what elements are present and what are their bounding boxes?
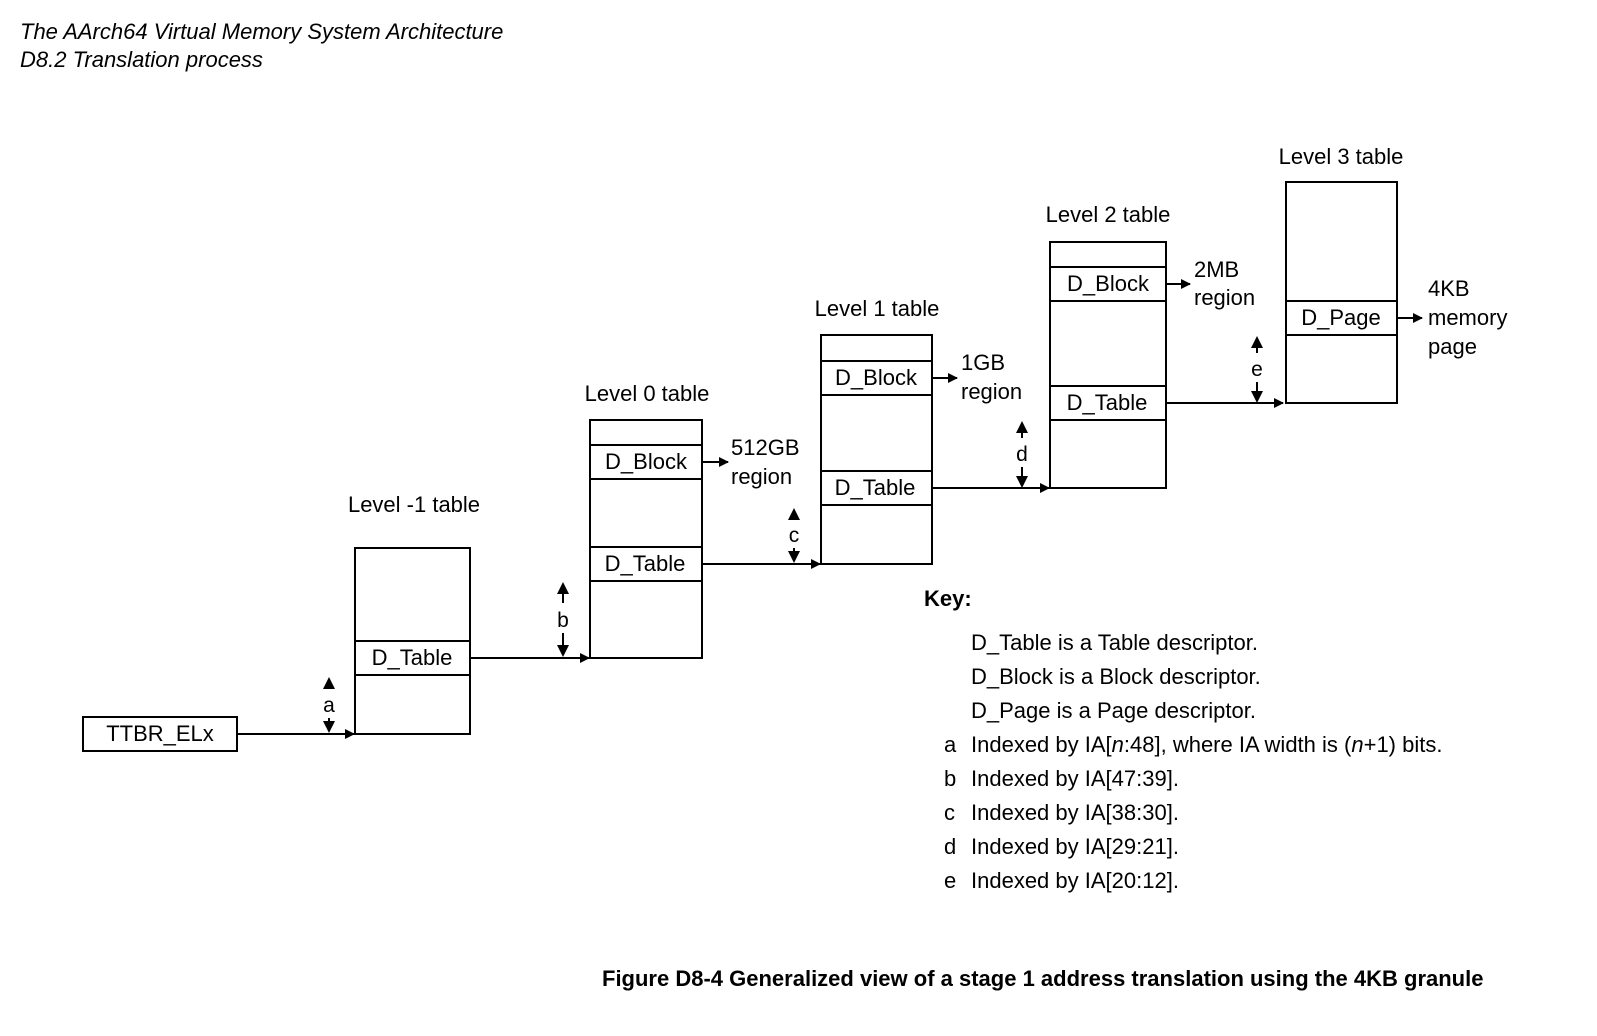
index-letter-a: a xyxy=(323,694,335,717)
index-letter-c: c xyxy=(789,524,800,547)
level-minus1-title: Level -1 table xyxy=(348,492,480,517)
ttbr-register: TTBR_ELx xyxy=(82,716,238,752)
region-1gb-line2: region xyxy=(961,379,1022,404)
key-letter-b: b xyxy=(944,766,957,791)
level1-d-block: D_Block xyxy=(835,365,918,390)
region-2mb-line2: region xyxy=(1194,285,1255,310)
figure-caption: Figure D8-4 Generalized view of a stage … xyxy=(602,966,1484,991)
key-title: Key: xyxy=(924,586,972,611)
index-marker-a: a xyxy=(323,677,335,733)
level-minus1-table: Level -1 table D_Table xyxy=(348,492,480,735)
level0-d-table: D_Table xyxy=(605,551,686,576)
key-text-c: Indexed by IA[38:30]. xyxy=(971,800,1179,825)
level3-d-page: D_Page xyxy=(1301,305,1381,330)
header-title: The AArch64 Virtual Memory System Archit… xyxy=(20,19,504,44)
level-minus1-d-table: D_Table xyxy=(372,645,453,670)
key-text-e: Indexed by IA[20:12]. xyxy=(971,868,1179,893)
key-descriptor-table: D_Table is a Table descriptor. xyxy=(971,630,1258,655)
level0-table: Level 0 table D_Block D_Table xyxy=(585,381,710,659)
level3-title: Level 3 table xyxy=(1279,144,1404,169)
key-letter-a: a xyxy=(944,732,957,757)
level2-table: Level 2 table D_Block D_Table xyxy=(1046,202,1171,489)
level0-d-block: D_Block xyxy=(605,449,688,474)
level2-title: Level 2 table xyxy=(1046,202,1171,227)
key-text-a: Indexed by IA[n:48], where IA width is (… xyxy=(971,732,1443,757)
key-text-b: Indexed by IA[47:39]. xyxy=(971,766,1179,791)
key-text-d: Indexed by IA[29:21]. xyxy=(971,834,1179,859)
level1-table: Level 1 table D_Block D_Table xyxy=(815,296,940,565)
key-letter-e: e xyxy=(944,868,957,893)
key-descriptor-block: D_Block is a Block descriptor. xyxy=(971,664,1261,689)
index-letter-d: d xyxy=(1016,443,1028,466)
key-index-c: c Indexed by IA[38:30]. xyxy=(0,800,1597,830)
level1-title: Level 1 table xyxy=(815,296,940,321)
ttbr-label: TTBR_ELx xyxy=(106,721,214,746)
region-4kb-line1: 4KB xyxy=(1428,276,1470,301)
key-index-e: e Indexed by IA[20:12]. xyxy=(0,868,1597,898)
level1-d-table: D_Table xyxy=(835,475,916,500)
index-marker-e: e xyxy=(1251,336,1263,403)
key-index-b: b Indexed by IA[47:39]. xyxy=(0,766,1597,796)
index-letter-b: b xyxy=(557,609,569,632)
region-512gb-line1: 512GB xyxy=(731,435,800,460)
key-index-a: a Indexed by IA[n:48], where IA width is… xyxy=(0,732,1597,762)
index-letter-e: e xyxy=(1251,358,1263,381)
key-index-d: d Indexed by IA[29:21]. xyxy=(0,834,1597,864)
key-letter-c: c xyxy=(944,800,955,825)
level3-table: Level 3 table D_Page xyxy=(1279,144,1404,404)
level2-d-table: D_Table xyxy=(1067,390,1148,415)
region-4kb-line2: memory xyxy=(1428,305,1507,330)
header-section: D8.2 Translation process xyxy=(20,47,263,72)
region-512gb-line2: region xyxy=(731,464,792,489)
key-letter-d: d xyxy=(944,834,957,859)
index-marker-b: b xyxy=(557,582,569,657)
key-descriptor-page: D_Page is a Page descriptor. xyxy=(971,698,1256,723)
region-1gb-line1: 1GB xyxy=(961,350,1005,375)
region-4kb-line3: page xyxy=(1428,334,1477,359)
index-marker-c: c xyxy=(788,508,800,563)
level0-title: Level 0 table xyxy=(585,381,710,406)
index-marker-d: d xyxy=(1016,421,1028,488)
region-2mb-line1: 2MB xyxy=(1194,257,1239,282)
level2-d-block: D_Block xyxy=(1067,271,1150,296)
